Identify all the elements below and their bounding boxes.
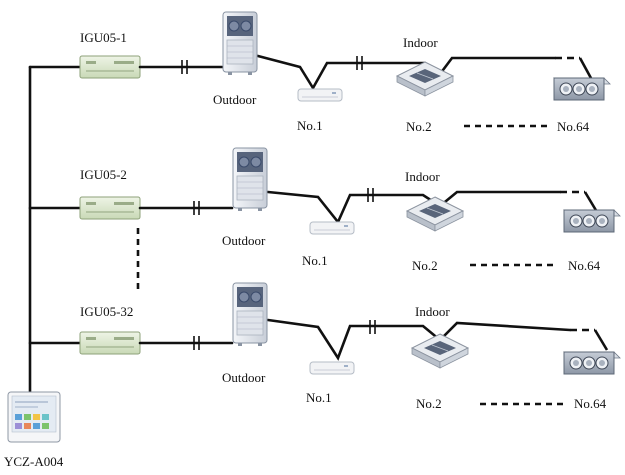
outdoor-unit-icon	[232, 147, 268, 212]
gateway-label-row1: IGU05-1	[80, 30, 127, 45]
touch-panel-controller-icon	[7, 391, 61, 443]
ceiling-cassette-unit-icon	[406, 196, 464, 232]
gateway-module-icon	[79, 331, 141, 355]
gateway-module-icon	[79, 196, 141, 220]
refrigerant-line-row2	[266, 190, 562, 225]
row-3	[79, 282, 621, 406]
gateway-module-icon	[79, 55, 141, 79]
gateway-label-row3: IGU05-32	[80, 304, 134, 319]
unit-label-first-row1: No.1	[297, 118, 323, 133]
refrigerant-line-row1	[256, 54, 557, 91]
trunk-wiring	[28, 65, 82, 394]
unit-label-last-row3: No.64	[574, 396, 607, 411]
indoor-label-row3: Indoor	[415, 304, 450, 319]
unit-label-first-row2: No.1	[302, 253, 328, 268]
indoor-label-row1: Indoor	[403, 35, 438, 50]
ceiling-cassette-unit-icon	[411, 333, 469, 369]
outdoor-label-row2: Outdoor	[222, 233, 266, 248]
outdoor-label-row3: Outdoor	[222, 370, 266, 385]
row-2	[79, 147, 621, 267]
wall-mounted-indoor-unit-icon	[297, 88, 343, 102]
outdoor-label-row1: Outdoor	[213, 92, 257, 107]
duct-unit-icon	[553, 77, 611, 101]
outdoor-unit-icon	[232, 282, 268, 347]
unit-label-second-row1: No.2	[406, 119, 432, 134]
unit-label-first-row3: No.1	[306, 390, 332, 405]
wall-mounted-indoor-unit-icon	[309, 361, 355, 375]
row-1	[79, 11, 611, 128]
controller-label: YCZ-A004	[4, 454, 64, 469]
outdoor-unit-icon	[222, 11, 258, 76]
duct-unit-icon	[563, 209, 621, 233]
unit-label-last-row2: No.64	[568, 258, 601, 273]
duct-unit-icon	[563, 351, 621, 375]
indoor-label-row2: Indoor	[405, 169, 440, 184]
refrigerant-line-row3	[266, 318, 572, 361]
wall-mounted-indoor-unit-icon	[309, 221, 355, 235]
unit-label-second-row2: No.2	[412, 258, 438, 273]
unit-label-second-row3: No.2	[416, 396, 442, 411]
gateway-label-row2: IGU05-2	[80, 167, 127, 182]
unit-label-last-row1: No.64	[557, 119, 590, 134]
